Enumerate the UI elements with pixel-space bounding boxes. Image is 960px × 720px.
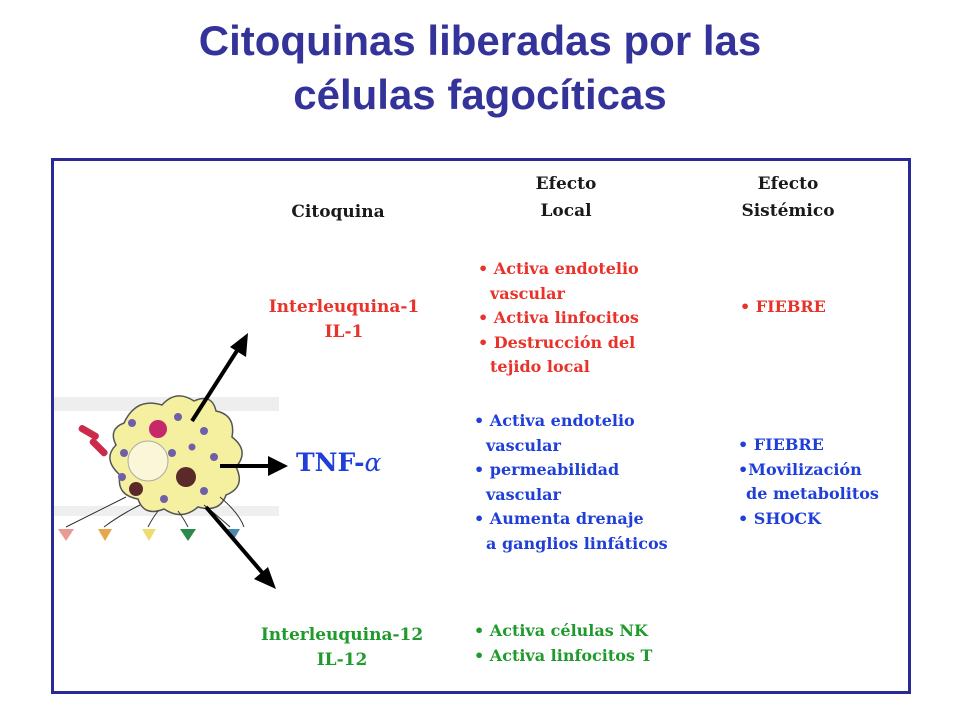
- header-citoquina: Citoquina: [291, 202, 385, 222]
- list-item: de metabolitos: [746, 484, 879, 503]
- secretion-arrows: [65, 496, 245, 528]
- header-efecto-sistemico: Efecto Sistémico: [741, 174, 835, 221]
- list-item: a ganglios linfáticos: [486, 533, 668, 553]
- cytokine-il1: Interleuquina-1 IL-1: [268, 297, 420, 342]
- list-item: • Activa linfocitos T: [474, 645, 653, 665]
- list-item: vascular: [486, 435, 561, 455]
- list-item: • Activa endotelio: [478, 259, 639, 278]
- local-effects-tnf: • Activa endotelio vascular • permeabili…: [474, 409, 668, 556]
- arrow-to-il1: [190, 333, 248, 423]
- header-efecto-local: Efecto Local: [535, 174, 597, 221]
- title-line-2: células fagocíticas: [293, 71, 667, 118]
- cytokine-triangles: [58, 529, 240, 541]
- list-item: • FIEBRE: [738, 435, 824, 454]
- list-item: • permeabilidad: [474, 460, 620, 479]
- list-item: vascular: [486, 484, 561, 504]
- diagram-panel: Citoquina Efecto Local Efecto Sistémico …: [51, 158, 911, 694]
- arrow-to-il12: [204, 505, 276, 589]
- list-item: tejido local: [490, 357, 590, 376]
- list-item: •Movilización: [738, 459, 862, 479]
- local-effects-il12: • Activa células NK • Activa linfocitos …: [474, 619, 652, 668]
- list-item: • Aumenta drenaje: [474, 509, 644, 528]
- cytokine-tnf-alpha: TNF-α: [296, 448, 382, 477]
- list-item: • SHOCK: [738, 508, 822, 528]
- title-line-1: Citoquinas liberadas por las: [198, 17, 762, 64]
- list-item: • Activa endotelio: [474, 411, 635, 430]
- phagocyte-cell-icon: [109, 395, 243, 516]
- cytokine-il12: Interleuquina-12 IL-12: [260, 625, 424, 670]
- local-effects-il1: • Activa endotelio vascular • Activa lin…: [478, 257, 639, 380]
- bacteria-icon: [78, 425, 108, 457]
- list-item: • Activa linfocitos: [478, 308, 639, 327]
- systemic-effects-tnf: • FIEBRE •Movilización de metabolitos • …: [738, 433, 879, 531]
- systemic-effects-il1: • FIEBRE: [740, 295, 826, 320]
- list-item: • Activa células NK: [474, 621, 648, 640]
- list-item: vascular: [490, 283, 565, 303]
- arrow-to-tnf: [220, 456, 288, 476]
- slide-title: Citoquinas liberadas por las células fag…: [0, 14, 960, 122]
- list-item: • Destrucción del: [478, 332, 636, 352]
- phagocyte-illustration: [54, 333, 288, 589]
- list-item: • FIEBRE: [740, 297, 826, 316]
